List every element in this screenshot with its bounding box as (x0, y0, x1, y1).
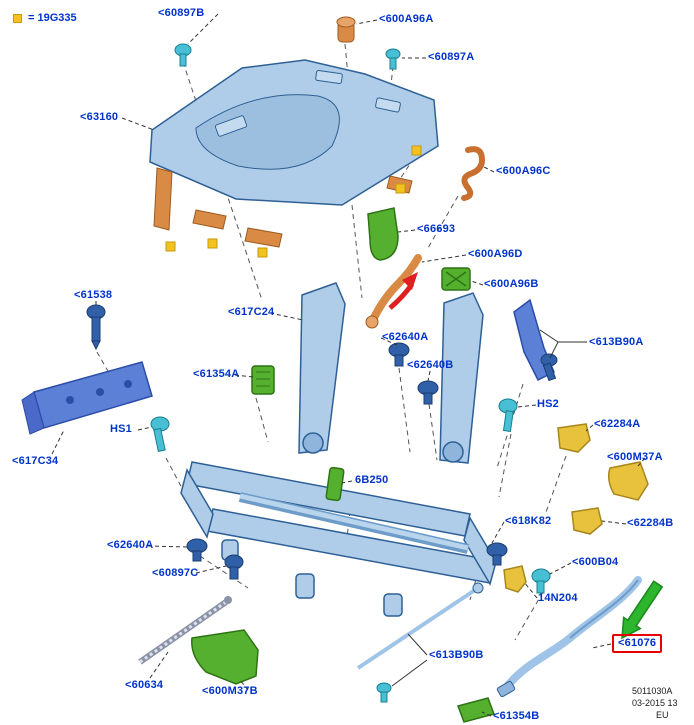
part-600A96D-drawing (365, 254, 422, 329)
part-61354A-drawing (251, 365, 275, 395)
part-label-600A96A[interactable]: <600A96A (379, 13, 434, 25)
part-label-62640A-lower[interactable]: <62640A (107, 539, 154, 551)
part-label-617C34[interactable]: <617C34 (12, 455, 59, 467)
part-61076-drawing (496, 576, 642, 698)
document-date: 03-2015 13 (632, 698, 678, 709)
part-label-62284A[interactable]: <62284A (594, 418, 641, 430)
part-label-60634[interactable]: <60634 (125, 679, 164, 691)
part-613B90B-drawing (356, 582, 484, 703)
part-HS1-drawing (150, 416, 170, 452)
part-60897A-drawing (385, 48, 401, 70)
document-region: EU (656, 710, 669, 721)
part-label-HS1[interactable]: HS1 (110, 423, 132, 435)
part-label-60897A[interactable]: <60897A (428, 51, 475, 63)
part-label-600A96C[interactable]: <600A96C (496, 165, 551, 177)
part-label-613B90A[interactable]: <613B90A (589, 336, 644, 348)
part-600A96B-drawing (441, 267, 471, 291)
legend: = 19G335 (13, 12, 77, 24)
part-600A96C-drawing (461, 146, 486, 201)
part-62640A-drawing (388, 342, 410, 367)
part-label-600B04[interactable]: <600B04 (572, 556, 619, 568)
part-label-60897C[interactable]: <60897C (152, 567, 199, 579)
part-62640B-drawing (417, 380, 439, 405)
part-60634-drawing (138, 596, 232, 665)
part-618K82-drawing (486, 542, 508, 566)
part-6B250-drawing (325, 466, 345, 502)
part-label-618K82[interactable]: <618K82 (505, 515, 552, 527)
part-label-61076-highlighted[interactable]: <61076 (612, 634, 663, 654)
part-62284B-drawing (571, 507, 603, 535)
part-label-600A96B[interactable]: <600A96B (484, 278, 539, 290)
part-label-63160[interactable]: <63160 (80, 111, 119, 123)
part-label-600M37B[interactable]: <600M37B (202, 685, 258, 697)
part-label-61354B[interactable]: <61354B (493, 710, 540, 722)
part-label-62640B[interactable]: <62640B (407, 359, 454, 371)
part-600M37A-drawing (607, 461, 649, 501)
green-arrow-icon (621, 580, 664, 640)
red-arrow-icon (388, 272, 418, 310)
part-label-14N204[interactable]: 14N204 (538, 592, 578, 604)
part-label-61354A[interactable]: <61354A (193, 368, 240, 380)
part-63160-drawing (149, 59, 439, 206)
part-label-617C24[interactable]: <617C24 (228, 306, 275, 318)
part-60897C-drawing (224, 554, 244, 580)
part-14N204-drawing (503, 565, 527, 593)
part-label-600M37A[interactable]: <600M37A (607, 451, 663, 463)
part-label-600A96D[interactable]: <600A96D (468, 248, 523, 260)
part-61538-drawing (86, 304, 106, 351)
part-62640A-lower-drawing (186, 538, 208, 562)
part-label-62640A[interactable]: <62640A (382, 331, 429, 343)
document-info: 5011030A 03-2015 13 EU (632, 685, 678, 721)
part-label-613B90B[interactable]: <613B90B (429, 649, 484, 661)
part-60897B-drawing (174, 43, 192, 67)
part-label-61538[interactable]: <61538 (74, 289, 113, 301)
part-600M37B-drawing (191, 629, 259, 685)
part-617C34-drawing (21, 361, 153, 435)
leader-lines (51, 13, 646, 717)
part-617C24-drawing (180, 282, 497, 617)
part-label-60897B[interactable]: <60897B (158, 7, 205, 19)
part-66693-drawing (367, 207, 399, 261)
part-600A96A-drawing (336, 16, 356, 43)
part-label-HS2[interactable]: HS2 (537, 398, 559, 410)
part-61354B-drawing (457, 697, 495, 723)
part-613B90A-drawing (513, 298, 558, 382)
19g335-legend-marker-icon (13, 13, 22, 23)
part-label-66693[interactable]: <66693 (417, 223, 456, 235)
legend-part-number[interactable]: = 19G335 (28, 12, 77, 24)
document-id: 5011030A (632, 686, 673, 696)
part-HS2-drawing (498, 398, 518, 433)
part-62284A-drawing (557, 423, 591, 453)
part-600B04-drawing (531, 568, 551, 594)
bracket-lines (391, 329, 587, 687)
part-label-62284B[interactable]: <62284B (627, 517, 674, 529)
part-label-6B250[interactable]: 6B250 (355, 474, 389, 486)
19g335-markers (165, 145, 422, 258)
